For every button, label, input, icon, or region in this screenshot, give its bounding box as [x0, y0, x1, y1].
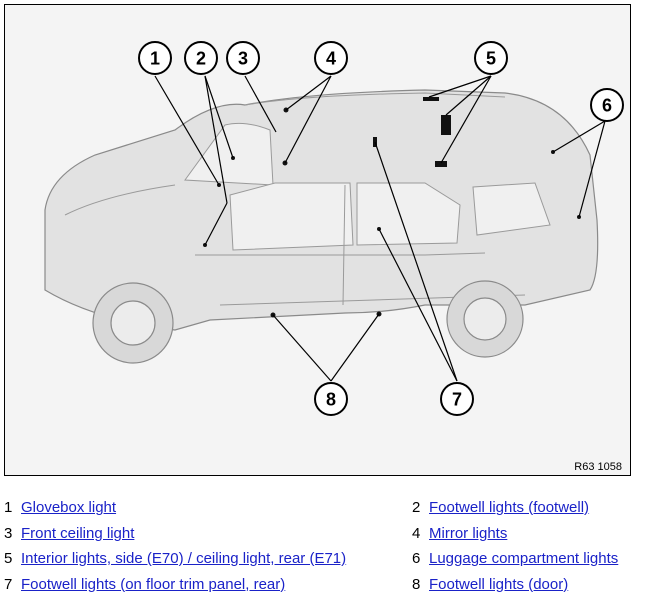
callout-3: 3 [238, 49, 248, 69]
legend-number: 2 [412, 499, 421, 516]
legend-item: 4 Mirror lights [412, 523, 507, 545]
legend-item: 2 Footwell lights (footwell) [412, 497, 589, 519]
legend-item: 1 Glovebox light [4, 497, 116, 519]
legend-item: 8 Footwell lights (door) [412, 574, 568, 596]
link-footwell-lights-footwell[interactable]: Footwell lights (footwell) [429, 499, 590, 516]
legend-row: 3 Front ceiling light 4 Mirror lights [4, 523, 649, 549]
vehicle-illustration: 1 2 3 4 5 6 8 7 [44, 41, 624, 416]
link-footwell-lights-floor-trim[interactable]: Footwell lights (on floor trim panel, re… [21, 575, 286, 593]
callout-1: 1 [150, 49, 160, 69]
leader-lines [154, 75, 606, 382]
legend-item: 3 Front ceiling light [4, 523, 134, 545]
callout-2: 2 [196, 49, 206, 69]
legend-item: 5 Interior lights, side (E70) / ceiling l… [4, 548, 346, 570]
callout-circles [138, 41, 624, 416]
link-front-ceiling-light[interactable]: Front ceiling light [21, 524, 135, 542]
link-mirror-lights[interactable]: Mirror lights [429, 524, 508, 542]
vehicle-diagram: 1 2 3 4 5 6 8 7 R63 1058 [4, 4, 631, 476]
legend-number: 6 [412, 550, 421, 567]
callout-6: 6 [602, 96, 612, 116]
legend-number: 1 [4, 499, 13, 516]
legend-row: 5 Interior lights, side (E70) / ceiling l… [4, 548, 649, 574]
car-windows [184, 122, 551, 251]
legend: 1 Glovebox light 2 Footwell lights (footwe… [4, 497, 649, 599]
callout-5: 5 [486, 49, 496, 69]
legend-item: 6 Luggage compartment lights [412, 548, 618, 570]
link-luggage-compartment-lights[interactable]: Luggage compartment lights [429, 550, 619, 567]
callout-4: 4 [326, 49, 336, 69]
callout-labels: 1 2 3 4 5 6 8 7 [150, 49, 612, 410]
car-wheels [92, 280, 524, 364]
link-glovebox-light[interactable]: Glovebox light [21, 499, 117, 516]
legend-row: 1 Glovebox light 2 Footwell lights (footwe… [4, 497, 649, 523]
legend-number: 4 [412, 524, 421, 542]
legend-number: 3 [4, 524, 13, 542]
legend-row: 7 Footwell lights (on floor trim panel, r… [4, 574, 649, 600]
legend-number: 7 [4, 575, 13, 593]
callout-8: 8 [326, 390, 336, 410]
callout-7: 7 [452, 390, 462, 410]
legend-number: 5 [4, 550, 13, 567]
link-footwell-lights-door[interactable]: Footwell lights (door) [429, 575, 569, 593]
link-interior-lights-side[interactable]: Interior lights, side (E70) / ceiling li… [21, 550, 347, 567]
legend-number: 8 [412, 575, 421, 593]
figure-reference-code: R63 1058 [574, 461, 622, 473]
legend-item: 7 Footwell lights (on floor trim panel, r… [4, 574, 285, 596]
